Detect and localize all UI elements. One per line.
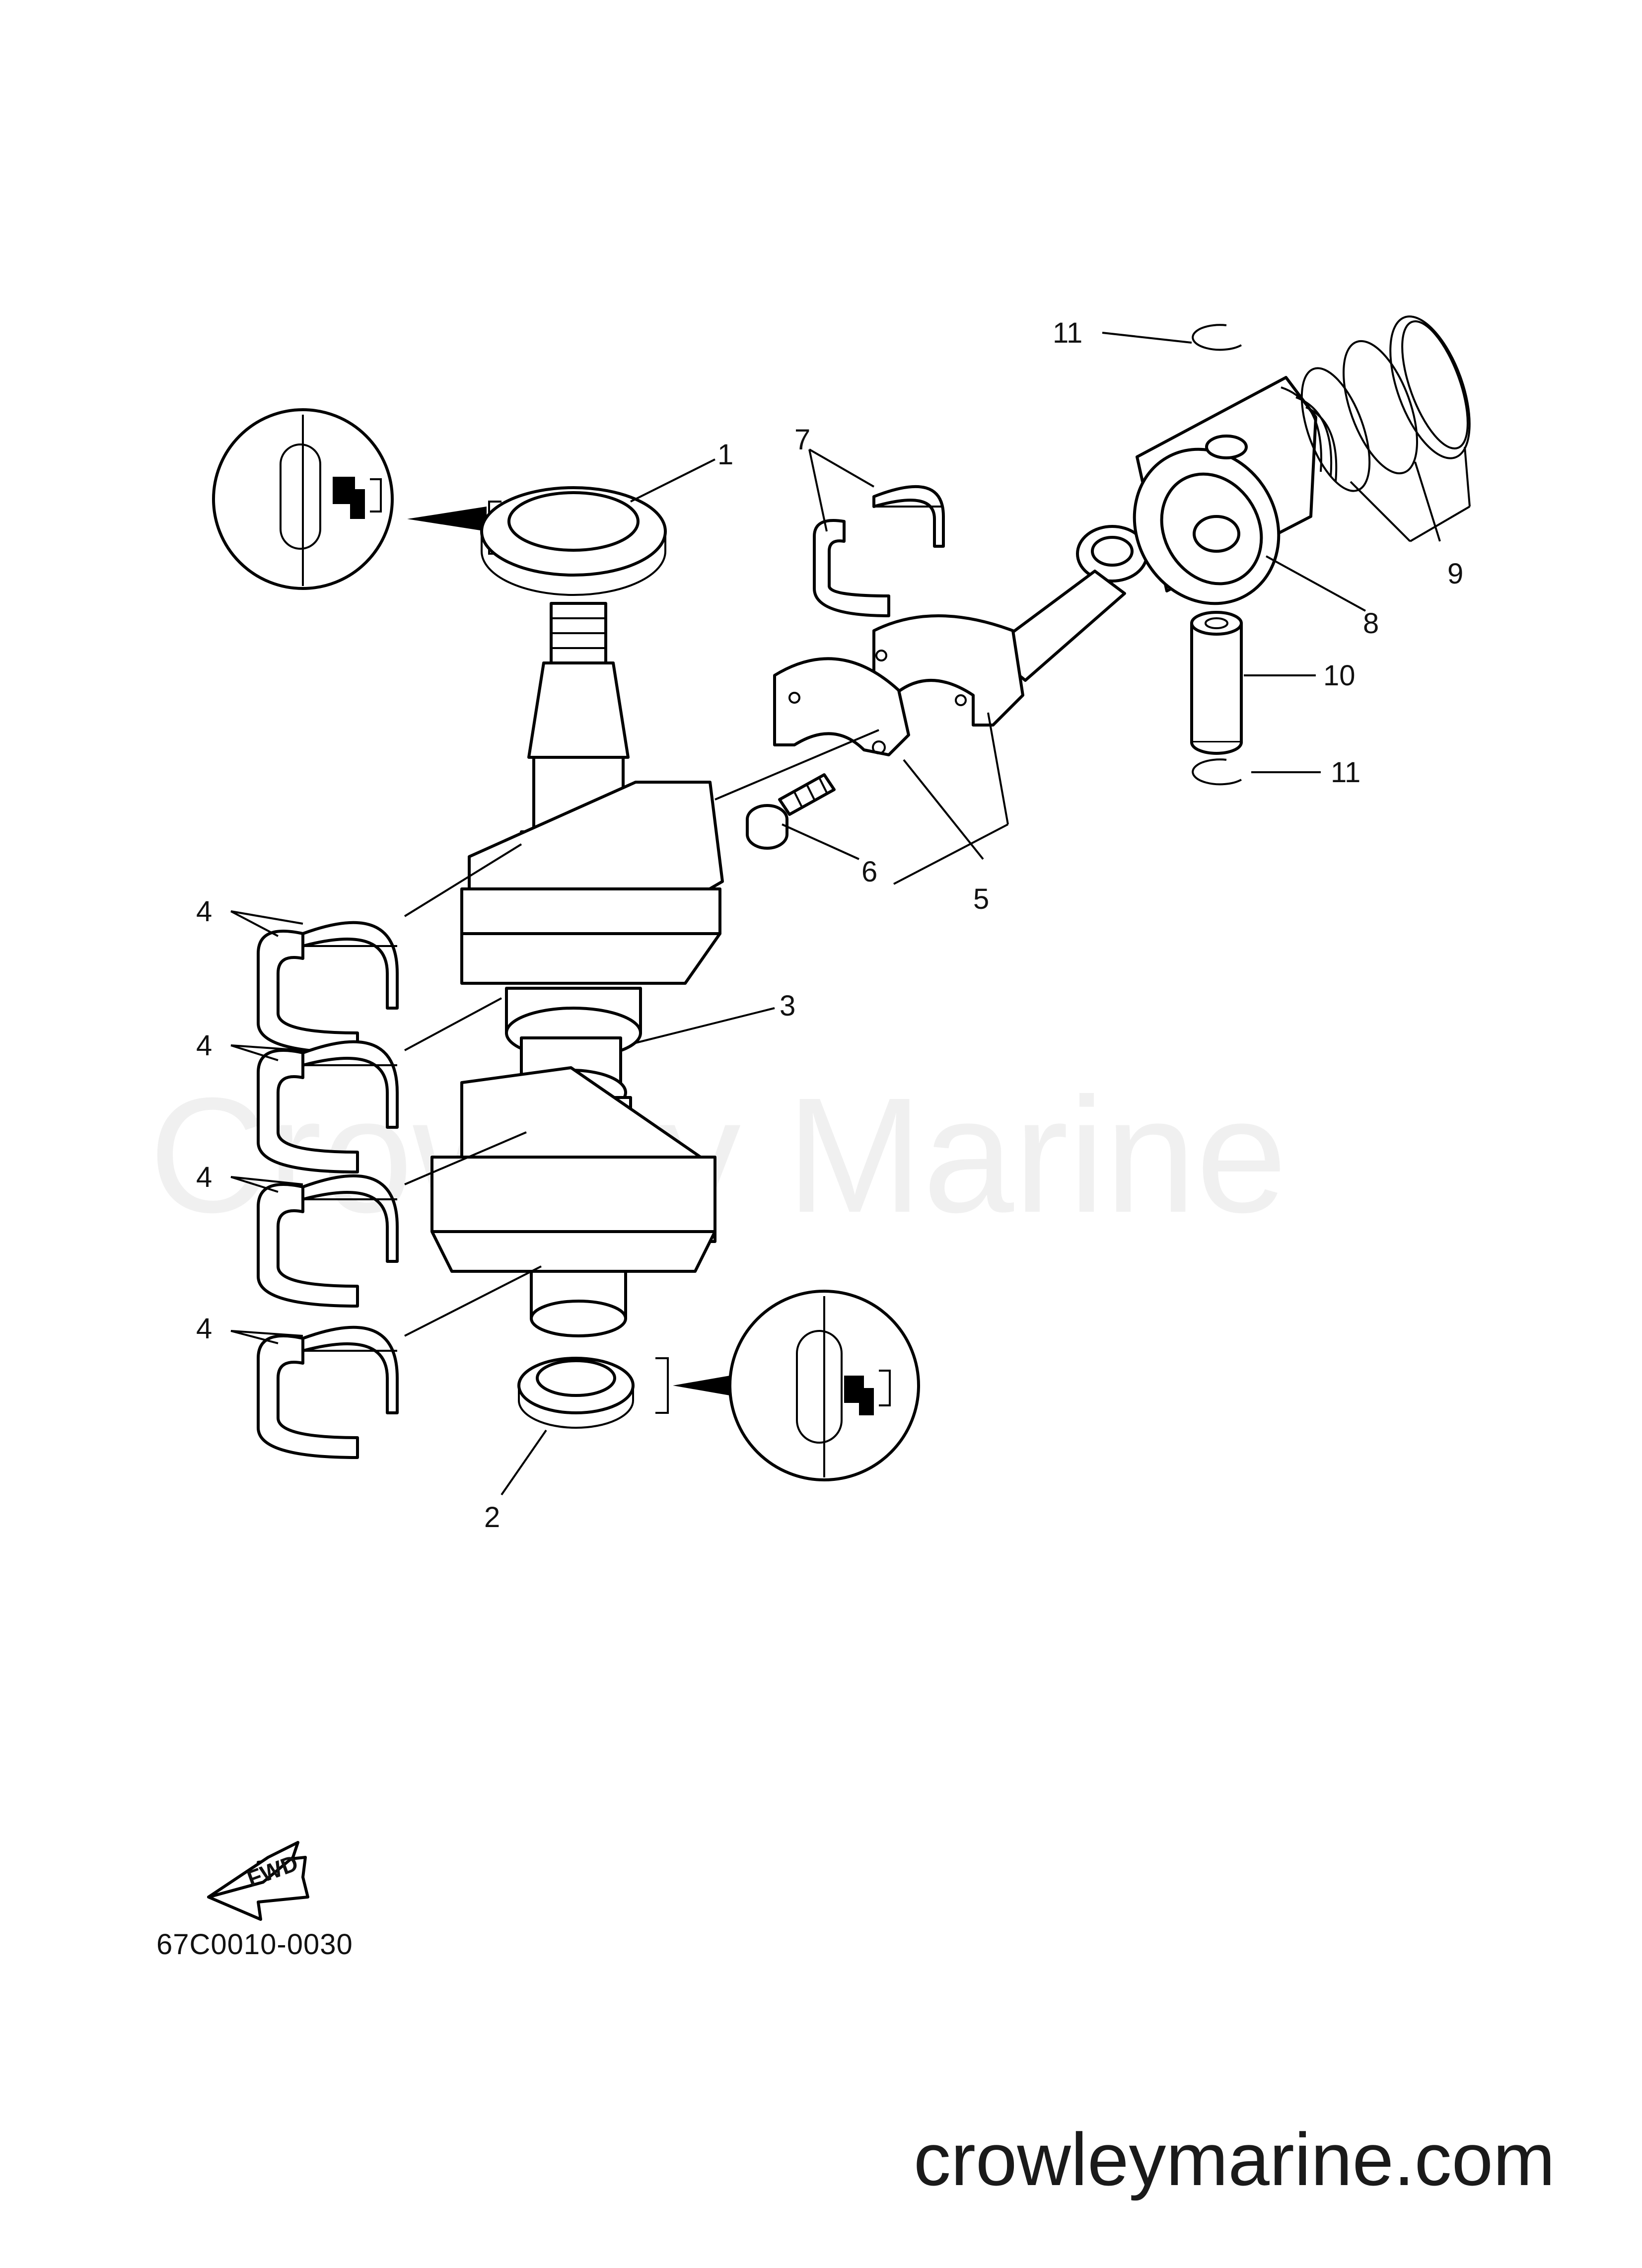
main-bearing-3 <box>257 1174 399 1308</box>
leader-7-2 <box>808 449 828 532</box>
leader-8 <box>1266 555 1366 612</box>
callout-7: 7 <box>794 424 810 456</box>
leader-4c-part <box>404 1131 527 1185</box>
sealant-detail-top <box>212 408 501 590</box>
leader-4a-part <box>404 843 522 917</box>
leader-5-c <box>893 823 1008 885</box>
callout-11b: 11 <box>1331 756 1360 789</box>
leader-4a-1 <box>230 910 279 937</box>
leader-4b-2 <box>230 1044 303 1051</box>
leader-2 <box>500 1429 547 1496</box>
bolt-axis-line <box>714 729 879 801</box>
main-bearing-2 <box>257 1040 399 1173</box>
callout-2: 2 <box>484 1501 500 1534</box>
callout-8: 8 <box>1363 607 1379 640</box>
oil-seal-bottom <box>517 1357 635 1429</box>
sealant-detail-bottom <box>655 1290 920 1481</box>
drawing-code: 67C0010-0030 <box>156 1928 353 1961</box>
main-bearing-1 <box>257 921 399 1054</box>
callout-4d: 4 <box>196 1313 212 1345</box>
leader-7-1 <box>809 448 874 488</box>
oil-seal-top <box>480 486 667 596</box>
callout-6: 6 <box>861 856 877 888</box>
leader-9-b <box>1409 506 1471 542</box>
callout-4c: 4 <box>196 1161 212 1193</box>
site-url: crowleymarine.com <box>914 2118 1555 2201</box>
callout-10: 10 <box>1323 659 1356 692</box>
leader-4a-2 <box>230 910 303 925</box>
leader-4d-2 <box>230 1330 303 1337</box>
piston-pin <box>1190 611 1243 755</box>
callout-4b: 4 <box>196 1029 212 1062</box>
leader-9-d <box>1414 461 1441 542</box>
fwd-arrow-icon: FWD <box>207 1841 309 1921</box>
leader-6 <box>782 823 859 860</box>
callout-1: 1 <box>717 439 733 471</box>
leader-1 <box>630 458 715 503</box>
leader-4b-part <box>404 997 502 1051</box>
crankshaft <box>430 602 724 1337</box>
conrod-bearing <box>813 485 945 617</box>
piston-rings <box>1300 315 1471 492</box>
callout-4a: 4 <box>196 895 212 928</box>
leader-11a <box>1102 332 1192 344</box>
leader-4d-1 <box>230 1330 279 1344</box>
leader-3 <box>635 1007 775 1044</box>
circlip-top <box>1192 324 1242 351</box>
leader-5-b <box>903 759 984 860</box>
callout-5: 5 <box>973 883 989 915</box>
callout-9: 9 <box>1447 558 1463 590</box>
piston <box>1133 376 1338 605</box>
leader-9-c <box>1464 446 1471 507</box>
circlip-bottom <box>1192 758 1242 786</box>
main-bearing-4 <box>257 1325 399 1459</box>
leader-4c-1 <box>230 1176 279 1193</box>
leader-9-a <box>1350 481 1411 542</box>
leader-4d-part <box>404 1265 542 1337</box>
callout-3: 3 <box>780 990 795 1022</box>
rod-bolt <box>746 773 836 850</box>
callout-11a: 11 <box>1053 317 1082 349</box>
leader-4b-1 <box>230 1044 279 1061</box>
leader-4c-2 <box>230 1176 303 1185</box>
leader-5-a <box>987 712 1009 825</box>
